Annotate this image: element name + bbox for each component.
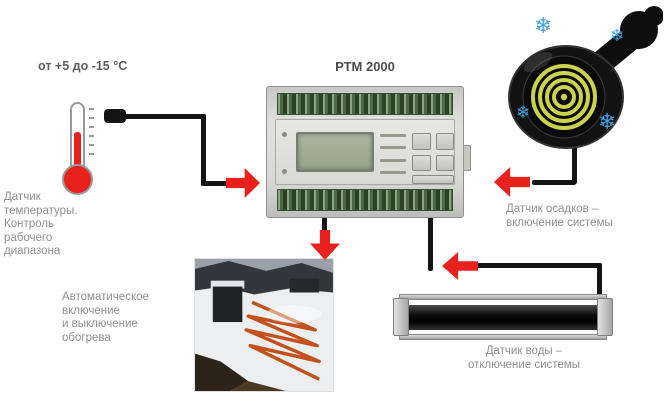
snow-cap bbox=[210, 280, 245, 289]
cable-segment bbox=[532, 180, 576, 185]
snow-highlight bbox=[265, 305, 322, 324]
thermometer-bulb bbox=[62, 164, 93, 195]
precipitation-sensor-label: Датчик осадков – включение системы bbox=[506, 203, 613, 229]
arrow-right-icon bbox=[226, 168, 260, 198]
indicator-line bbox=[380, 170, 406, 174]
thermometer-tube bbox=[70, 102, 85, 168]
thermometer-icon bbox=[62, 102, 94, 196]
thermometer-mercury bbox=[74, 132, 81, 168]
snowflake-icon: ❄ bbox=[598, 110, 617, 135]
thermometer-scale bbox=[89, 108, 94, 158]
cable-segment bbox=[428, 217, 433, 271]
temperature-sensor-label: Датчик температуры. Контроль рабочего ди… bbox=[4, 191, 78, 257]
sensor-rail bbox=[399, 334, 607, 340]
din-clip bbox=[463, 145, 471, 171]
controller-button bbox=[412, 154, 431, 171]
cable-segment bbox=[597, 263, 602, 296]
snowflake-icon: ❄ bbox=[534, 14, 553, 39]
exposed-roof bbox=[195, 353, 249, 391]
arrow-down-icon bbox=[310, 230, 340, 260]
sensor-rail bbox=[399, 294, 607, 300]
lcd-display bbox=[296, 132, 374, 172]
controller-button-wide bbox=[412, 175, 454, 184]
indicator-line bbox=[380, 134, 406, 137]
indicator-line bbox=[380, 158, 406, 162]
controller-button bbox=[435, 133, 454, 150]
controller-title: РТМ 2000 bbox=[335, 59, 395, 74]
heater-spiral bbox=[531, 64, 597, 130]
snowflake-icon: ❄ bbox=[610, 26, 625, 46]
cable-segment bbox=[476, 263, 602, 268]
temperature-range-label: от +5 до -15 °C bbox=[38, 59, 128, 73]
arrow-left-icon bbox=[494, 167, 530, 197]
cable-segment bbox=[201, 114, 206, 186]
cable-segment bbox=[322, 217, 327, 232]
sensor-electrode-bar bbox=[403, 305, 603, 330]
auto-switch-label: Автоматическое включение и выключение об… bbox=[62, 291, 149, 344]
controller-device bbox=[266, 86, 471, 218]
exposed-roof bbox=[230, 381, 286, 391]
cable-segment bbox=[201, 181, 227, 186]
controller-button bbox=[412, 133, 431, 150]
sensor-end-cap bbox=[597, 298, 613, 336]
controller-buttons bbox=[412, 133, 454, 171]
arrow-left-icon bbox=[442, 252, 478, 280]
roof-structure bbox=[289, 278, 320, 293]
controller-button bbox=[435, 154, 454, 171]
heating-cable-path bbox=[244, 300, 321, 381]
sensor-mount-tip bbox=[644, 6, 663, 26]
water-sensor-device bbox=[393, 292, 613, 342]
chimney bbox=[212, 286, 243, 323]
status-led bbox=[282, 169, 287, 174]
terminal-strip-bottom bbox=[277, 189, 453, 211]
heater-spiral-center bbox=[560, 93, 568, 101]
power-led bbox=[282, 132, 287, 137]
sensor-end-cap bbox=[393, 298, 409, 336]
sensor-glare bbox=[523, 51, 553, 73]
cable-segment bbox=[572, 138, 577, 184]
controller-faceplate bbox=[275, 119, 455, 185]
cable-segment bbox=[124, 114, 206, 119]
roof-heating-photo bbox=[194, 258, 334, 392]
cable-connector bbox=[104, 109, 126, 123]
terminal-strip-top bbox=[277, 93, 453, 115]
snowflake-icon: ❄ bbox=[516, 103, 531, 123]
water-sensor-label: Датчик воды – отключение системы bbox=[467, 345, 581, 371]
precipitation-sensor bbox=[508, 6, 663, 149]
indicator-line bbox=[380, 146, 406, 150]
indicator-labels bbox=[380, 134, 406, 174]
